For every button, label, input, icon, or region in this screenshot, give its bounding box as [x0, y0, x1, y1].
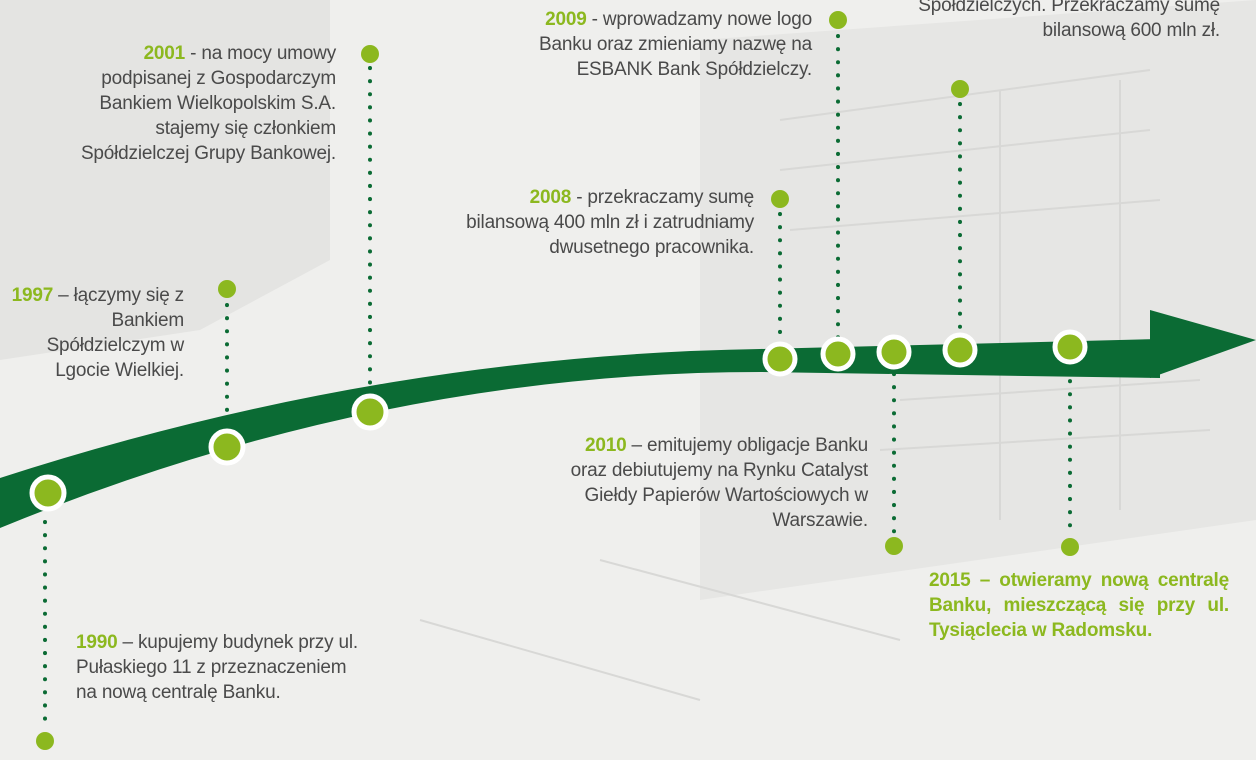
end-dot-2010: [885, 537, 903, 555]
event-2012-text: Spółdzielczych. Przekraczamy sumę bilans…: [900, 0, 1220, 43]
end-dot-1997: [218, 280, 236, 298]
event-2001-text: 2001 - na mocy umowy podpisanej z Gospod…: [80, 43, 336, 164]
event-2009-description: wprowadzamy nowe logo Banku oraz zmienia…: [538, 9, 812, 80]
timeline-node-1990: [29, 474, 67, 512]
end-dot-2008: [771, 190, 789, 208]
event-2010-text: 2010 – emitujemy obligacje Banku oraz de…: [570, 435, 869, 531]
timeline-node-2015: [1052, 329, 1088, 365]
event-2008-year: 2008: [529, 187, 572, 208]
event-2001-year: 2001: [143, 43, 186, 64]
event-1997-year: 1997: [11, 285, 54, 306]
timeline-node-2009: [820, 336, 856, 372]
timeline-node-1997: [208, 428, 246, 466]
event-2015-text: 2015 – otwieramy nową centralę Banku, mi…: [929, 568, 1229, 643]
timeline-node-2008: [762, 341, 798, 377]
event-2009-text: 2009 - wprowadzamy nowe logo Banku oraz …: [538, 9, 812, 80]
event-1997-text: 1997 – łączymy się z Bankiem Spółdzielcz…: [11, 285, 185, 381]
timeline-arrowhead: [1150, 310, 1256, 378]
timeline-node-2001: [351, 393, 389, 431]
end-dot-1990: [36, 732, 54, 750]
event-2008-text: 2008 - przekraczamy sumę bilansową 400 m…: [466, 187, 754, 258]
timeline-node-2012: [942, 332, 978, 368]
end-dot-2015: [1061, 538, 1079, 556]
event-1990-year: 1990: [76, 632, 118, 653]
end-dot-2012: [951, 80, 969, 98]
event-2009-year: 2009: [545, 9, 587, 30]
end-dot-2009: [829, 11, 847, 29]
end-dot-2001: [361, 45, 379, 63]
event-2012-description: Spółdzielczych. Przekraczamy sumę bilans…: [918, 0, 1220, 41]
event-1990-description: kupujemy budynek przy ul. Pułaskiego 11 …: [76, 632, 358, 703]
event-1990-text: 1990 – kupujemy budynek przy ul. Pułaski…: [76, 632, 358, 703]
event-2010-year: 2010: [584, 435, 627, 456]
event-1997-description: łączymy się z Bankiem Spółdzielczym w Lg…: [46, 285, 185, 381]
event-2015-description: 2015 – otwieramy nową centralę Banku, mi…: [929, 570, 1229, 641]
timeline-node-2010: [876, 334, 912, 370]
event-2008-description: przekraczamy sumę bilansową 400 mln zł i…: [466, 187, 754, 258]
event-2010-description: emitujemy obligacje Banku oraz debiutuje…: [570, 435, 869, 531]
event-2001-description: na mocy umowy podpisanej z Gospodarczym …: [80, 43, 336, 164]
